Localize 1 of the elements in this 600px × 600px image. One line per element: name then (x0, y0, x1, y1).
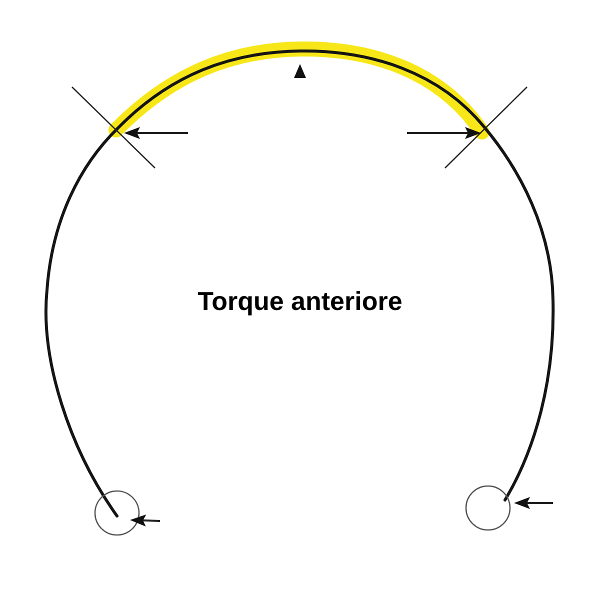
diagram-label: Torque anteriore (198, 286, 402, 318)
